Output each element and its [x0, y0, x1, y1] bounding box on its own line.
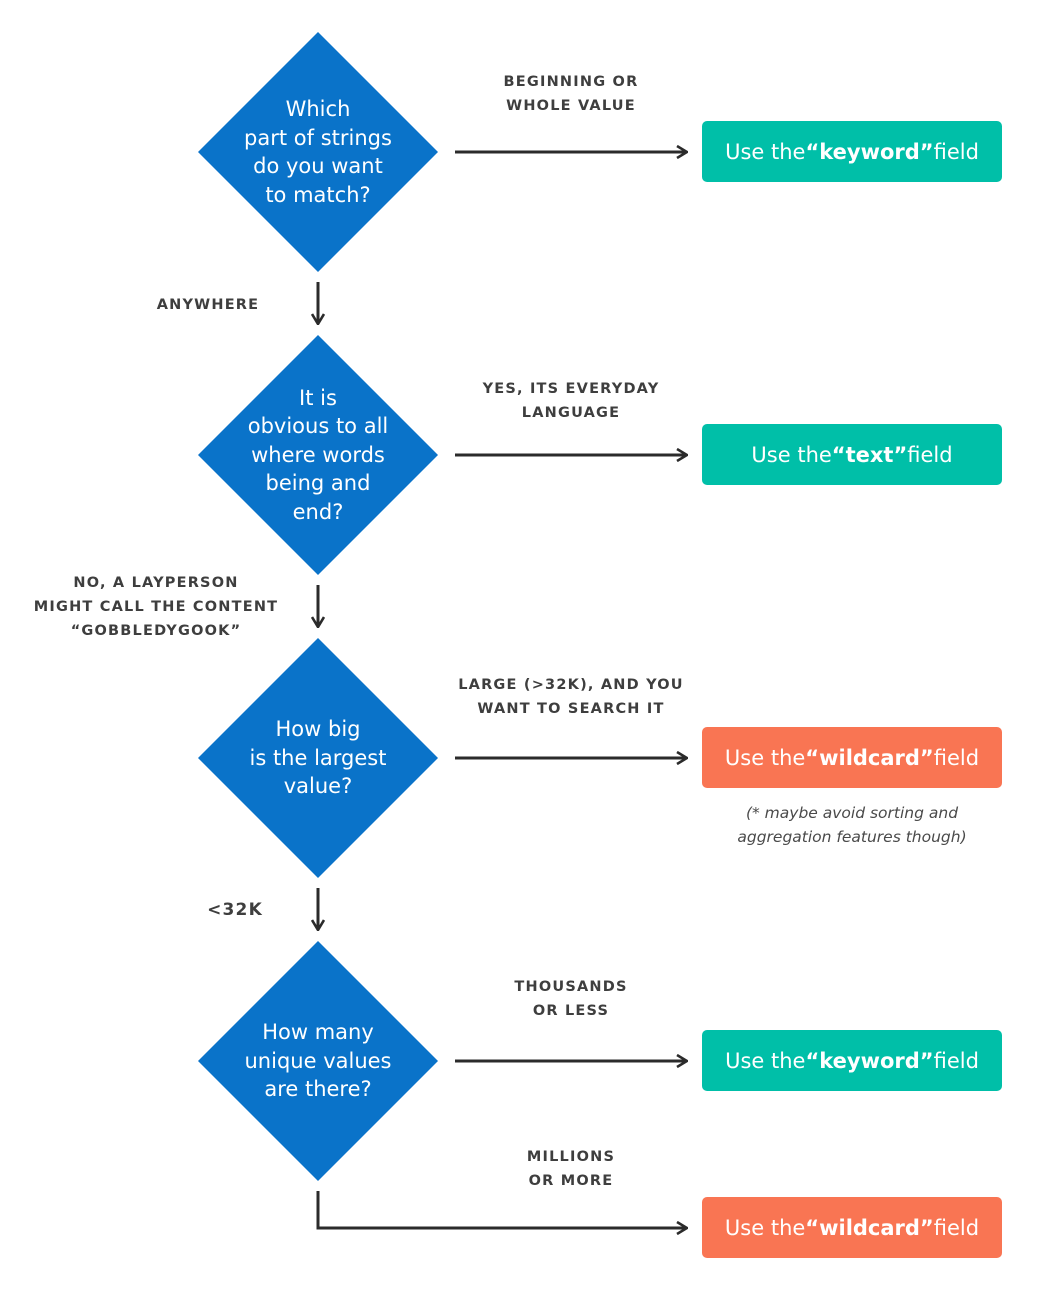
- text-line: do you want: [253, 154, 383, 178]
- edge-label-under-32k: <32K: [190, 898, 280, 922]
- result-keyword-field-1: Use the “keyword” field: [702, 121, 1002, 182]
- result-suffix: field: [933, 1215, 980, 1240]
- text-line: aggregation features though): [737, 828, 967, 846]
- result-suffix: field: [933, 1048, 979, 1073]
- edge-label-no-layperson-gobbledygook: NO, A LAYPERSON MIGHT CALL THE CONTENT “GO…: [26, 571, 286, 643]
- text-line: YES, ITS EVERYDAY: [482, 381, 660, 397]
- text-line: to match?: [265, 182, 371, 207]
- text-line: MIGHT CALL THE CONTENT: [33, 599, 279, 615]
- text-line: LARGE (>32K), AND YOU: [458, 677, 684, 693]
- result-prefix: Use the: [725, 1048, 806, 1073]
- result-wildcard-field-1: Use the “wildcard” field: [702, 727, 1002, 788]
- text-line: THOUSANDS: [514, 979, 628, 995]
- result-field-name: “keyword”: [805, 1048, 934, 1073]
- result-field-name: “wildcard”: [805, 745, 934, 770]
- result-suffix: field: [933, 745, 980, 770]
- result-field-name: “keyword”: [805, 139, 934, 164]
- text-line: BEGINNING OR: [503, 74, 639, 90]
- text-line: being and: [265, 471, 371, 496]
- text-line: LANGUAGE: [521, 405, 621, 421]
- result-prefix: Use the: [751, 442, 832, 467]
- decision-diamond-1: [198, 32, 438, 272]
- decision-diamond-4: [198, 941, 438, 1181]
- result-prefix: Use the: [724, 1215, 806, 1240]
- text-line: OR LESS: [532, 1003, 610, 1019]
- result-prefix: Use the: [725, 139, 806, 164]
- text-line: WANT TO SEARCH IT: [477, 701, 665, 717]
- result-field-name: “wildcard”: [805, 1215, 934, 1240]
- result-text-field: Use the “text” field: [702, 424, 1002, 485]
- edge-label-yes-everyday-language: YES, ITS EVERYDAY LANGUAGE: [451, 377, 691, 425]
- text-line: end?: [292, 499, 344, 524]
- text-line: where words: [251, 442, 385, 467]
- wildcard-footnote: (* maybe avoid sorting and aggregation fe…: [702, 801, 1002, 849]
- result-suffix: field: [907, 442, 953, 467]
- text-line: unique values: [244, 1048, 392, 1073]
- text-line: is the largest: [249, 745, 387, 770]
- decision-diamond-3: [198, 638, 438, 878]
- edge-label-millions-or-more: MILLIONS OR MORE: [491, 1145, 651, 1193]
- arrow-to-wildcard-2: [316, 1191, 687, 1228]
- result-wildcard-field-2: Use the “wildcard” field: [702, 1197, 1002, 1258]
- text-line: (* maybe avoid sorting and: [745, 804, 959, 822]
- text-line: part of strings: [244, 125, 392, 150]
- edge-label-anywhere: ANYWHERE: [148, 293, 268, 317]
- text-line: How many: [262, 1020, 374, 1045]
- text-line: value?: [283, 774, 353, 799]
- decision-text-3: How big is the largest value?: [218, 714, 418, 802]
- result-prefix: Use the: [724, 745, 806, 770]
- result-suffix: field: [933, 139, 979, 164]
- result-field-name: “text”: [831, 442, 908, 467]
- edge-label-thousands-or-less: THOUSANDS OR LESS: [491, 975, 651, 1023]
- text-line: “GOBBLEDYGOOK”: [70, 623, 242, 639]
- edge-label-beginning-or-whole-value: BEGINNING OR WHOLE VALUE: [471, 70, 671, 118]
- decision-text-4: How many unique values are there?: [218, 1017, 418, 1105]
- result-keyword-field-2: Use the “keyword” field: [702, 1030, 1002, 1091]
- text-line: Which: [285, 97, 351, 121]
- text-line: MILLIONS: [526, 1149, 616, 1165]
- text-line: WHOLE VALUE: [506, 98, 636, 114]
- text-line: It is: [299, 385, 337, 410]
- text-line: NO, A LAYPERSON: [73, 575, 239, 591]
- decision-diamond-2: [198, 335, 438, 575]
- decision-text-1: Which part of strings do you want to match?: [218, 92, 418, 212]
- edge-label-large-over-32k: LARGE (>32K), AND YOU WANT TO SEARCH IT: [436, 673, 706, 721]
- text-line: obvious to all: [247, 414, 389, 439]
- text-line: OR MORE: [528, 1173, 614, 1189]
- text-line: <32K: [207, 900, 263, 920]
- text-line: are there?: [264, 1077, 372, 1102]
- text-line: ANYWHERE: [156, 297, 260, 313]
- decision-text-2: It is obvious to all where words being and e…: [218, 383, 418, 527]
- text-line: How big: [275, 717, 361, 742]
